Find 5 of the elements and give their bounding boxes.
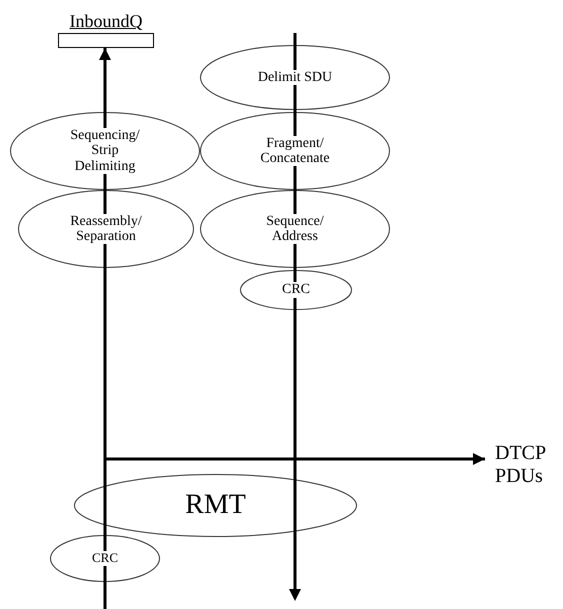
process-label: Delimit SDU [256, 70, 334, 86]
process-label: CRC [280, 282, 311, 298]
process-label: CRC [90, 551, 119, 566]
arrow [105, 453, 485, 465]
output-label: DTCP PDUs [495, 442, 546, 488]
